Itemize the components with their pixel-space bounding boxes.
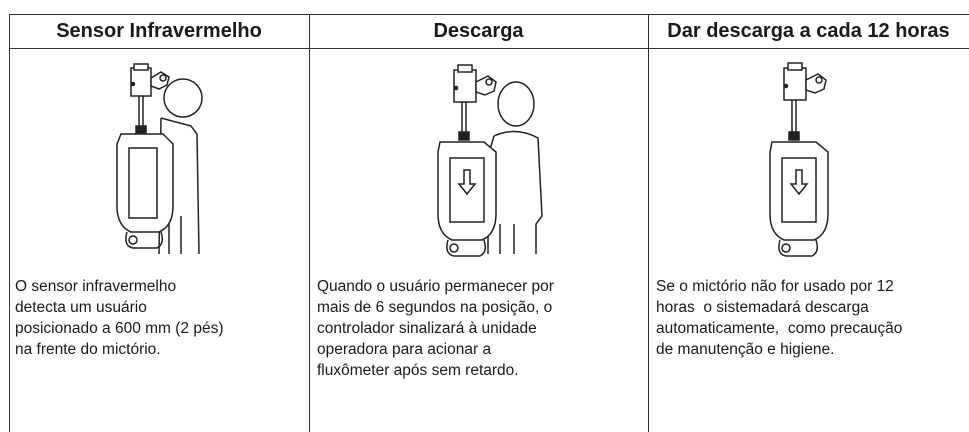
urinal-flushing-with-person-icon: [309, 56, 648, 266]
column-description: Se o mictório não for usado por 12 horas…: [656, 278, 903, 358]
column-sensor: Sensor Infravermelho: [9, 14, 309, 432]
header-divider: [9, 48, 969, 49]
column-title: Sensor Infravermelho: [56, 20, 262, 42]
column-divider-1: [309, 14, 310, 432]
column-divider-left: [9, 14, 10, 432]
column-flush: Descarga: [309, 14, 648, 432]
column-divider-2: [648, 14, 649, 432]
column-description: Quando o usuário permanecer por mais de …: [317, 278, 554, 379]
column-title: Dar descarga a cada 12 horas: [667, 20, 950, 42]
column-title: Descarga: [433, 20, 524, 42]
urinal-flushing-alone-icon: [648, 56, 969, 266]
column-12-hours: Dar descarga a cada 12 horas: [648, 14, 969, 432]
urinal-with-person-standing-close-icon: [9, 56, 309, 266]
column-description: O sensor infravermelho detecta um usuári…: [15, 278, 224, 358]
table-top-border: [9, 14, 969, 15]
